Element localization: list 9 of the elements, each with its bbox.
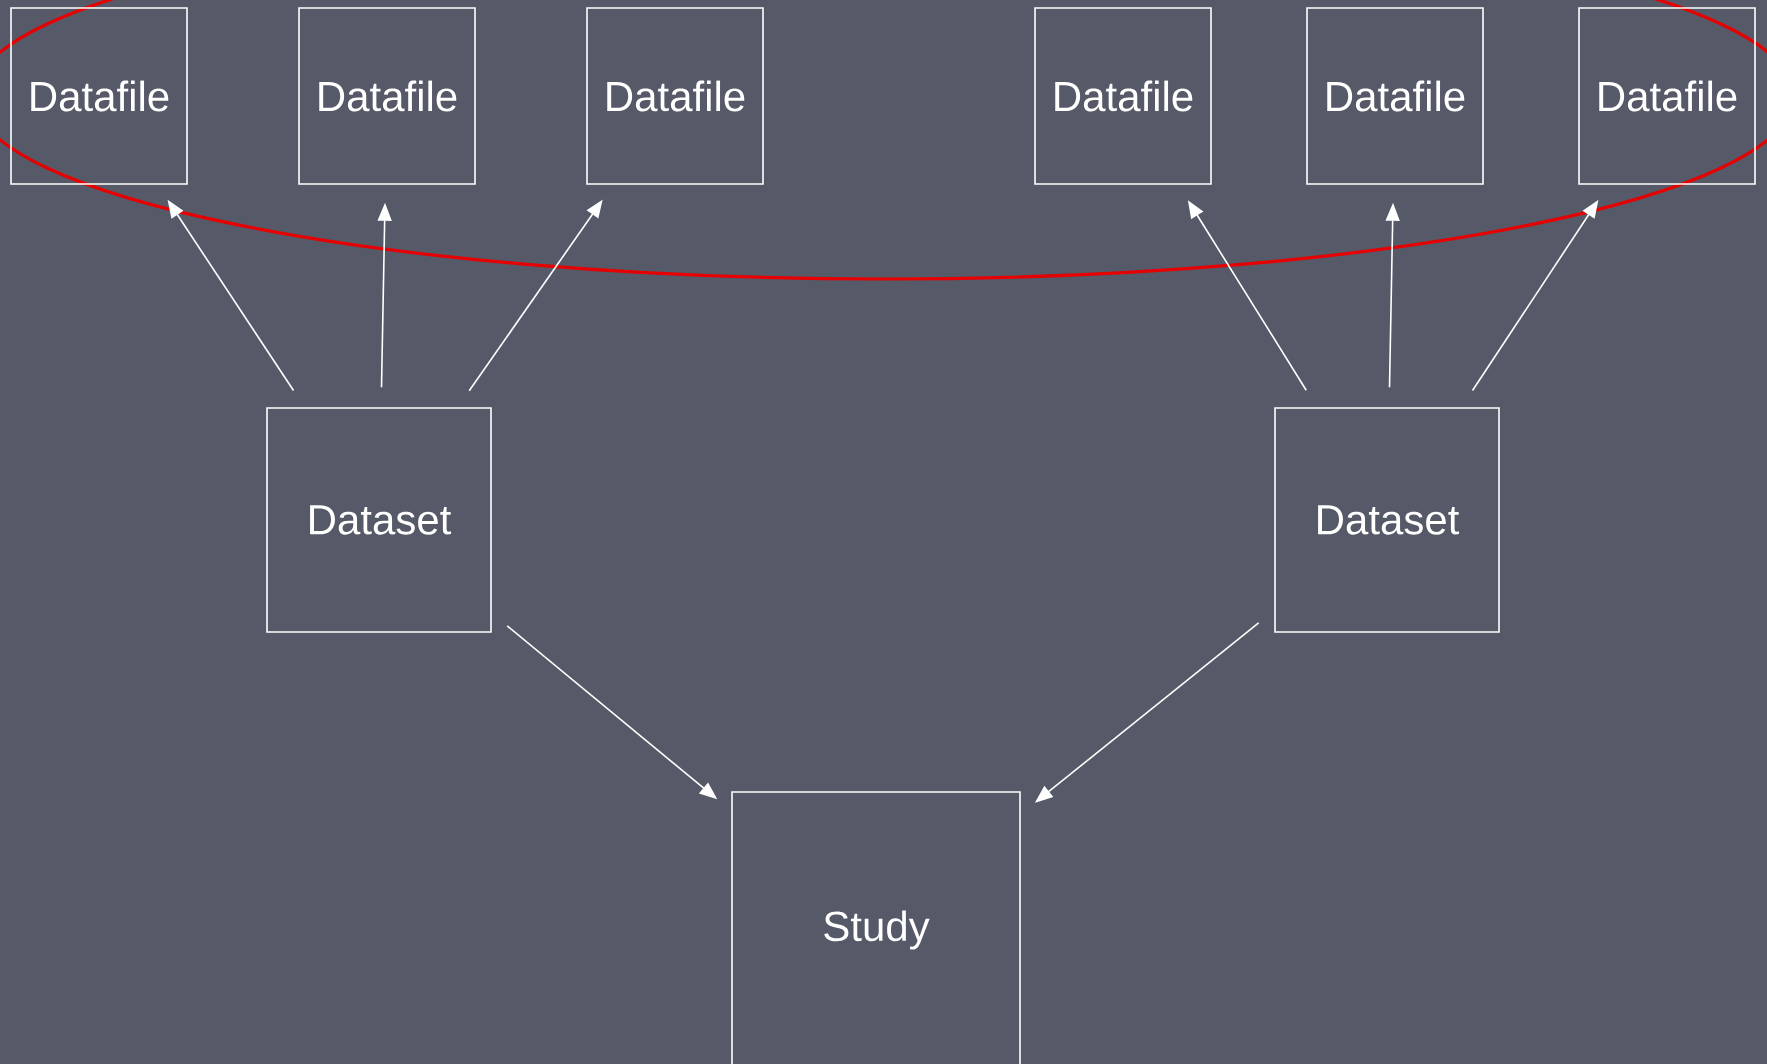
box: Datafile: [298, 7, 476, 185]
box: Dataset: [1274, 407, 1500, 633]
box: Datafile: [1034, 7, 1212, 185]
box: Datafile: [586, 7, 764, 185]
box: Datafile: [1578, 7, 1756, 185]
box: Dataset: [266, 407, 492, 633]
box: Datafile: [10, 7, 188, 185]
box: Study: [731, 791, 1021, 1064]
box: Datafile: [1306, 7, 1484, 185]
